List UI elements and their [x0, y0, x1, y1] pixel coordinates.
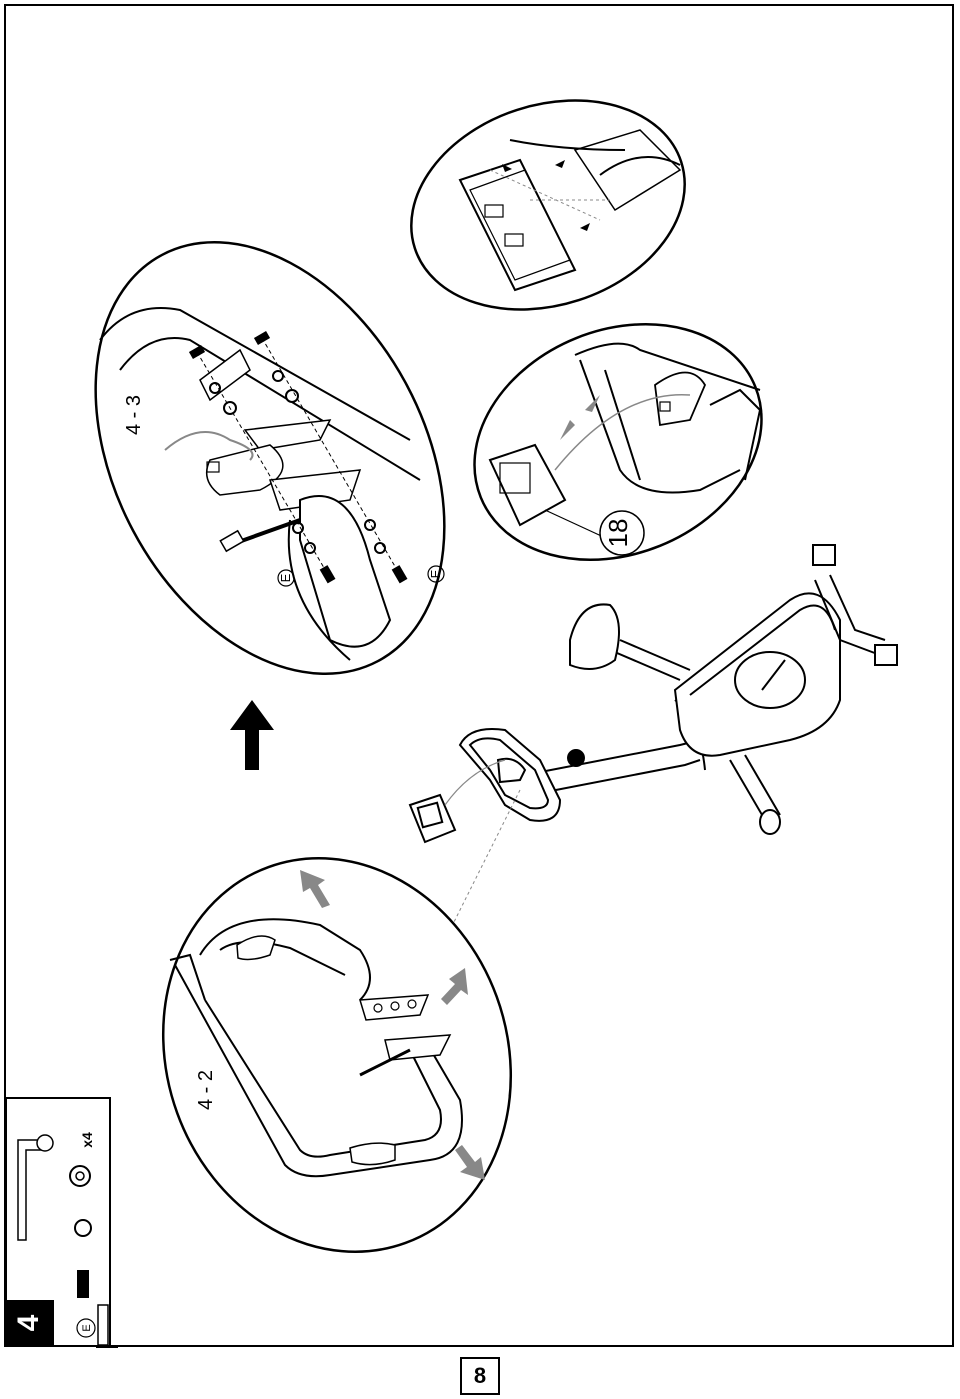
console-mount-oval [473, 323, 763, 561]
hardware-quantity: x4 [79, 1132, 95, 1148]
part-e-label-left: E [278, 573, 293, 582]
hardware-box [5, 1097, 118, 1348]
part-18-label: 18 [603, 519, 633, 548]
page-number: 8 [460, 1357, 500, 1395]
exercise-bike [394, 544, 898, 1041]
hardware-part-letter: E [81, 1324, 93, 1331]
part-e-label-right: E [428, 569, 443, 578]
page-frame [4, 4, 954, 1347]
console-connection-oval [410, 99, 686, 311]
detail-4-3-label: 4 - 3 [123, 395, 145, 435]
detail-4-3-oval [94, 241, 446, 675]
step-number: 4 [12, 1314, 45, 1331]
detail-4-2-label: 4 - 2 [195, 1070, 217, 1110]
up-arrow-icon [230, 700, 274, 770]
detail-4-2-oval [161, 857, 513, 1253]
